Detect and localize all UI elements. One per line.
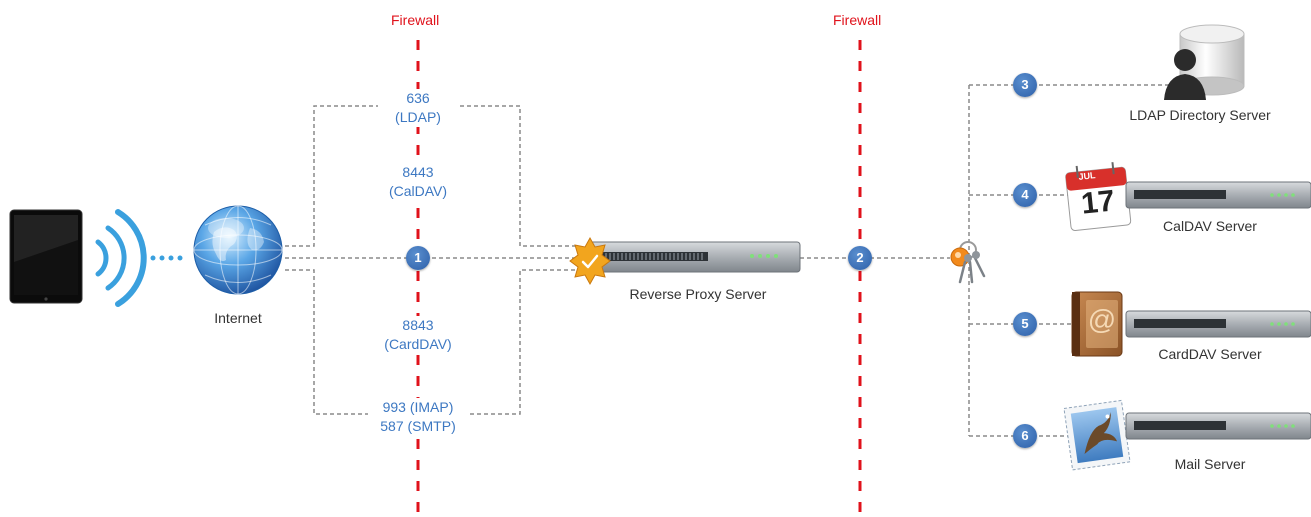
port-number: 8443 <box>402 164 434 180</box>
caldav-server-label: CalDAV Server <box>1163 218 1257 234</box>
calendar-icon <box>1065 162 1132 231</box>
globe-icon <box>193 205 283 295</box>
port-number: 636 <box>406 90 430 106</box>
wireless-waves-icon <box>95 209 147 307</box>
step-badge-4: 4 <box>1013 183 1037 207</box>
port-number: 993 (IMAP) <box>382 399 454 415</box>
step-badge-3: 3 <box>1013 73 1037 97</box>
carddav-server-label: CardDAV Server <box>1158 346 1262 362</box>
port-label-mail: 993 (IMAP) 587 (SMTP) <box>368 398 468 436</box>
mail-stamp-icon <box>1063 399 1131 471</box>
connection-dots <box>150 255 183 261</box>
step-badge-6: 6 <box>1013 424 1037 448</box>
port-protocol: (LDAP) <box>395 109 441 125</box>
firewall-label-1: Firewall <box>391 12 440 28</box>
port-protocol: (CardDAV) <box>384 336 452 352</box>
port-number: 8843 <box>402 317 434 333</box>
mail-server-label: Mail Server <box>1174 456 1246 472</box>
calendar-day: 17 <box>1079 184 1117 221</box>
ldap-server-label: LDAP Directory Server <box>1129 107 1271 123</box>
caldav-server-rack <box>1125 181 1311 209</box>
server-rack-icon <box>587 241 801 273</box>
tablet-icon <box>9 209 83 304</box>
at-sign-icon: @ <box>1087 304 1117 335</box>
port-label-carddav: 8843 (CardDAV) <box>372 316 464 354</box>
keys-icon <box>950 241 986 284</box>
reverse-proxy-label: Reverse Proxy Server <box>629 286 767 302</box>
carddav-server-rack <box>1125 310 1311 338</box>
mail-server-rack <box>1125 412 1311 440</box>
step-badge-5: 5 <box>1013 312 1037 336</box>
directory-user-icon <box>1164 24 1245 100</box>
internet-label: Internet <box>214 310 262 326</box>
firewall-label-2: Firewall <box>833 12 882 28</box>
step-badge-1: 1 <box>406 246 430 270</box>
address-book-icon <box>1071 291 1123 357</box>
step-badge-2: 2 <box>848 246 872 270</box>
port-label-caldav: 8443 (CalDAV) <box>378 163 458 201</box>
certificate-seal-icon <box>569 236 611 286</box>
port-label-ldap: 636 (LDAP) <box>378 89 458 127</box>
port-protocol: (CalDAV) <box>388 183 448 199</box>
port-protocol: 587 (SMTP) <box>380 418 456 434</box>
